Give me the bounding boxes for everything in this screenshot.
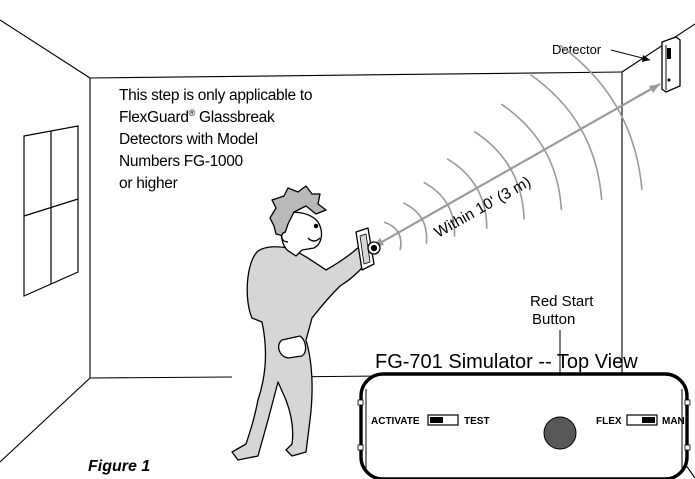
red-start-label-line-1: Red Start (530, 293, 594, 310)
red-start-button[interactable] (543, 416, 577, 450)
person (231, 185, 381, 461)
window (23, 125, 79, 297)
detector-label: Detector (552, 42, 602, 57)
note-line-5: or higher (119, 175, 178, 192)
back-wall-bottom (89, 376, 233, 379)
note-line-4: Numbers FG-1000 (119, 153, 244, 170)
note-line-1: This step is only applicable to (119, 87, 312, 104)
registered-mark: ® (189, 108, 196, 118)
room-diagonal-bottom-left (0, 377, 91, 463)
note-glassbreak: Glassbreak (195, 109, 275, 126)
red-start-label-line-2: Button (532, 311, 575, 328)
room-diagonal-top-right (621, 23, 695, 73)
fg-701-simulator: ACTIVATE TEST FLEX MAN (357, 372, 691, 479)
figure-caption: Figure 1 (88, 458, 150, 475)
man-label: MAN (662, 416, 685, 427)
flex-label: FLEX (596, 416, 622, 427)
glassbreak-detector (661, 36, 681, 93)
activate-test-switch[interactable] (427, 414, 459, 426)
simulator-title: FG-701 Simulator -- Top View (375, 351, 638, 373)
note-line-2: FlexGuard® Glassbreak (119, 108, 275, 126)
note-flexguard: FlexGuard (119, 109, 189, 126)
test-label: TEST (464, 416, 490, 427)
room-diagonal-top-left (0, 19, 91, 79)
signal-line (372, 83, 661, 248)
back-wall-top (89, 71, 623, 79)
activate-label: ACTIVATE (371, 416, 420, 427)
note-line-3: Detectors with Model (119, 131, 258, 148)
flex-man-switch[interactable] (626, 414, 658, 426)
